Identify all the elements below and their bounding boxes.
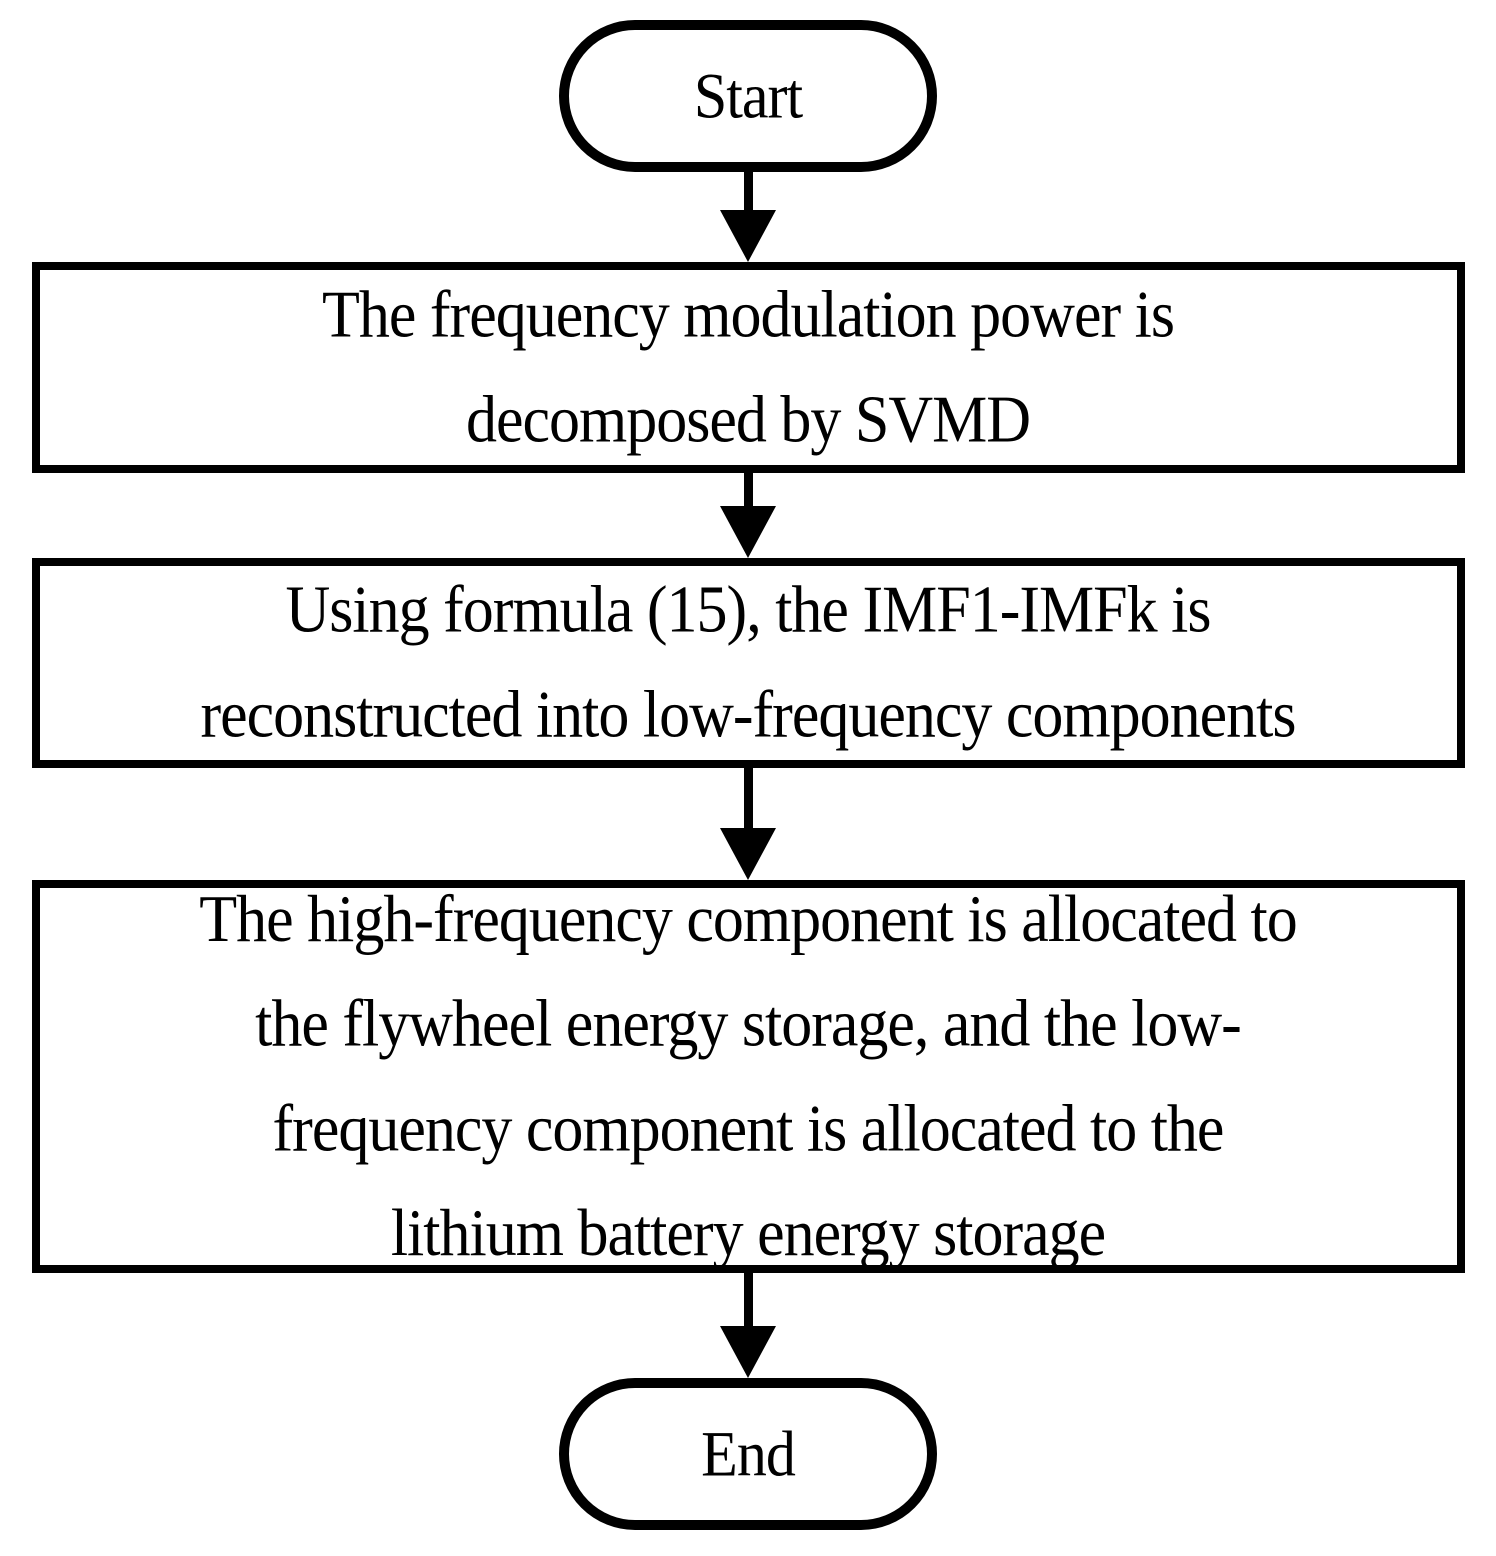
process-step-1-label: The frequency modulation power is decomp… — [322, 277, 1175, 457]
arrow-line — [743, 473, 753, 506]
terminator-start: Start — [559, 20, 937, 172]
process-step-1: The frequency modulation power is decomp… — [31, 262, 1465, 473]
down-arrow-1 — [720, 172, 776, 262]
process-step-2-label: Using formula (15), the IMF1-IMFk is rec… — [200, 573, 1296, 752]
process-step-2: Using formula (15), the IMF1-IMFk is rec… — [31, 558, 1465, 768]
arrow-line — [743, 1273, 753, 1326]
arrow-head-down-icon — [720, 1326, 776, 1378]
terminator-start-label: Start — [693, 60, 803, 132]
terminator-end: End — [559, 1378, 937, 1530]
arrow-head-down-icon — [720, 828, 776, 880]
arrow-head-down-icon — [720, 210, 776, 262]
down-arrow-3 — [720, 768, 776, 880]
down-arrow-4 — [720, 1273, 776, 1378]
terminator-end-label: End — [701, 1418, 796, 1490]
process-step-3-label: The high-frequency component is allocate… — [199, 882, 1297, 1270]
down-arrow-2 — [720, 473, 776, 558]
arrow-line — [743, 768, 753, 828]
arrow-line — [743, 172, 753, 210]
arrow-head-down-icon — [720, 506, 776, 558]
process-step-3: The high-frequency component is allocate… — [31, 880, 1465, 1273]
